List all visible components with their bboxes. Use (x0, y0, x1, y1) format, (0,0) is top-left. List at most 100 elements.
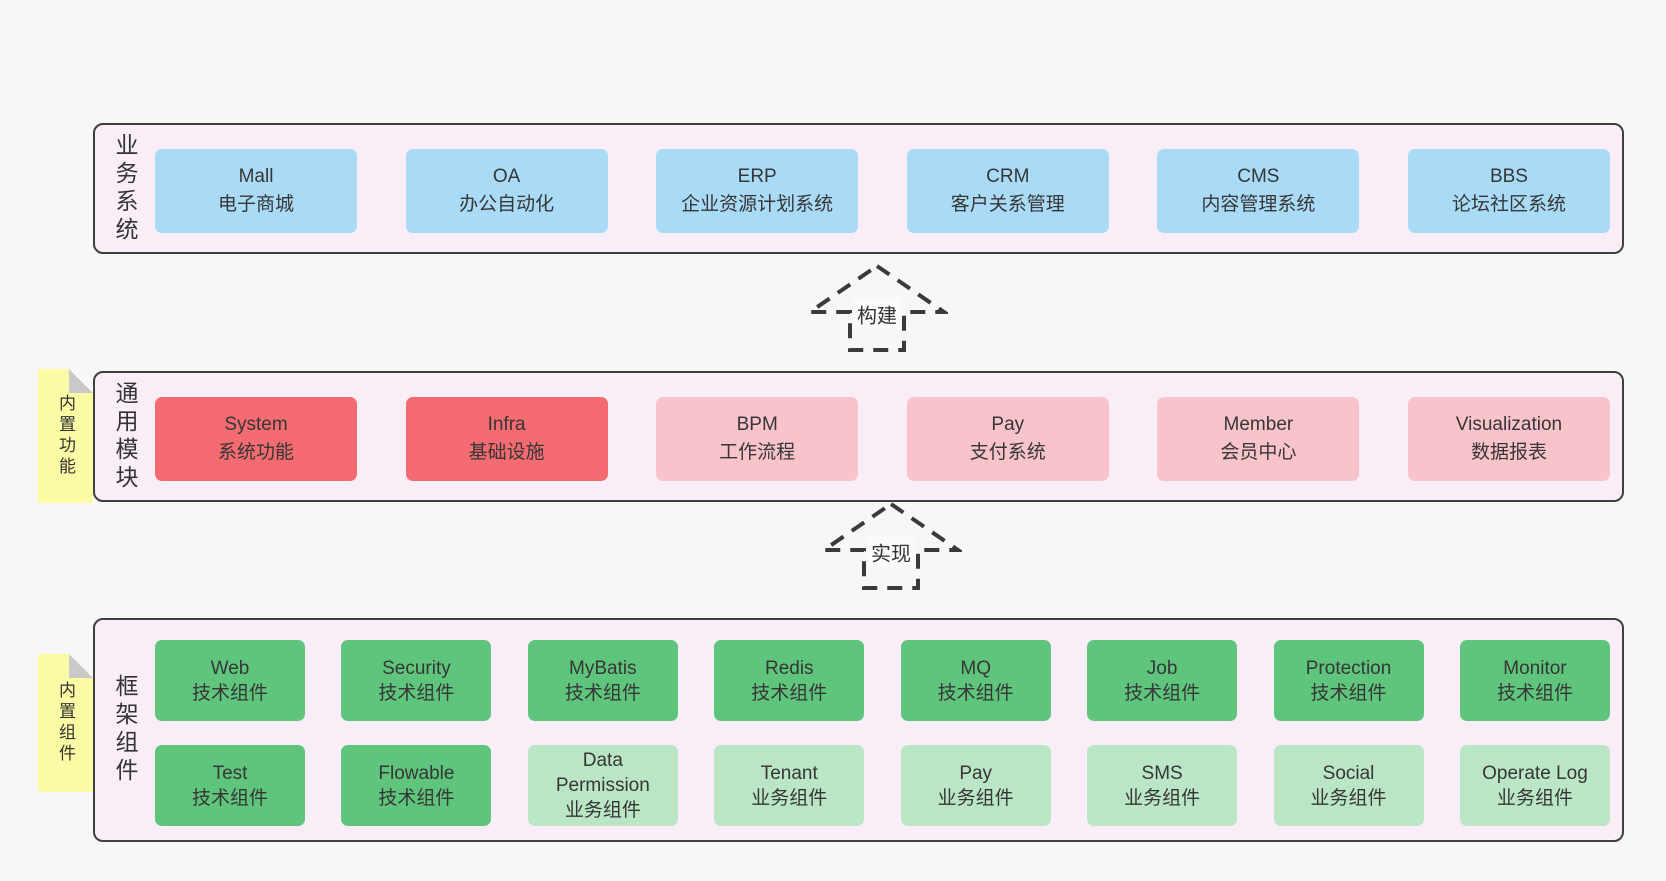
box-system: System 系统功能 (155, 397, 357, 481)
box-name: CRM (986, 166, 1030, 187)
box-member: Member 会员中心 (1157, 397, 1360, 481)
box-subtitle: 业务组件 (937, 787, 1014, 809)
box-name: Protection (1305, 657, 1392, 679)
box-data-permission: Data Permission 业务组件 (527, 745, 678, 826)
box-operate-log: Operate Log 业务组件 (1459, 745, 1610, 826)
box-name: MQ (960, 657, 991, 679)
box-social: Social 业务组件 (1273, 745, 1424, 826)
box-name: Infra (487, 414, 526, 435)
band-framework-components: 框架组件 Web 技术组件 Security 技术组件 MyBatis 技术组件… (93, 618, 1624, 842)
box-mall: Mall 电子商城 (155, 149, 357, 233)
sticky-note-built-in-components: 内置组件 (38, 654, 93, 792)
box-subtitle: 业务组件 (1124, 787, 1201, 809)
band-row: Mall 电子商城 OA 办公自动化 ERP 企业资源计划系统 CRM 客户关系… (155, 149, 1610, 233)
note-text: 内置组件 (56, 681, 75, 765)
box-name: Web (210, 657, 250, 679)
box-name: Job (1146, 657, 1178, 679)
dashed-up-arrow-icon (806, 263, 948, 352)
band-row-1: Web 技术组件 Security 技术组件 MyBatis 技术组件 Redi… (155, 640, 1610, 721)
box-pay-module: Pay 支付系统 (906, 397, 1109, 481)
box-name: SMS (1141, 762, 1183, 784)
box-subtitle: 业务组件 (1310, 787, 1387, 809)
box-name: BPM (736, 414, 778, 435)
box-name: Flowable (378, 762, 455, 784)
arrow-implement: 实现 (820, 500, 962, 592)
band-business-systems: 业务系统 Mall 电子商城 OA 办公自动化 ERP 企业资源计划系统 CRM… (93, 123, 1624, 254)
box-subtitle: 技术组件 (564, 682, 641, 704)
box-bbs: BBS 论坛社区系统 (1407, 149, 1610, 233)
box-subtitle: 技术组件 (751, 682, 828, 704)
box-name: Tenant (760, 762, 818, 784)
box-subtitle: 技术组件 (191, 787, 268, 809)
band-label: 通用模块 (112, 380, 138, 493)
box-tenant: Tenant 业务组件 (714, 745, 865, 826)
arrow-build: 构建 (806, 262, 948, 354)
box-subtitle: 数据报表 (1470, 442, 1547, 463)
box-name: OA (492, 166, 521, 187)
box-subtitle: 系统功能 (217, 442, 294, 463)
box-name: CMS (1237, 166, 1280, 187)
box-subtitle: 内容管理系统 (1201, 194, 1316, 215)
box-name: Visualization (1455, 414, 1563, 435)
box-oa: OA 办公自动化 (405, 149, 608, 233)
box-name: ERP (737, 166, 777, 187)
box-subtitle: 工作流程 (719, 442, 796, 463)
box-name: System (224, 414, 288, 435)
box-subtitle: 技术组件 (1124, 682, 1201, 704)
box-name: Pay (959, 762, 993, 784)
box-subtitle: 会员中心 (1220, 442, 1297, 463)
box-web: Web 技术组件 (155, 640, 305, 721)
box-subtitle: 技术组件 (191, 682, 268, 704)
box-name: Mall (238, 166, 274, 187)
box-name: Social (1322, 762, 1375, 784)
box-subtitle: 技术组件 (1496, 682, 1573, 704)
box-subtitle: 技术组件 (1310, 682, 1387, 704)
band-row: System 系统功能 Infra 基础设施 BPM 工作流程 Pay 支付系统… (155, 397, 1610, 481)
box-bpm: BPM 工作流程 (656, 397, 859, 481)
sticky-note-built-in-features: 内置功能 (38, 369, 93, 503)
band-label: 业务系统 (112, 132, 138, 245)
box-subtitle: 技术组件 (378, 787, 455, 809)
box-name: BBS (1489, 166, 1528, 187)
note-text: 内置功能 (56, 394, 75, 478)
band-row-2: Test 技术组件 Flowable 技术组件 Data Permission … (155, 745, 1610, 826)
box-subtitle: 业务组件 (564, 800, 641, 821)
box-erp: ERP 企业资源计划系统 (656, 149, 859, 233)
box-subtitle: 企业资源计划系统 (681, 194, 834, 215)
box-visualization: Visualization 数据报表 (1407, 397, 1610, 481)
box-cms: CMS 内容管理系统 (1157, 149, 1360, 233)
box-subtitle: 客户关系管理 (950, 194, 1065, 215)
note-fold-corner-icon (69, 369, 93, 393)
box-name: Operate Log (1482, 762, 1588, 784)
box-redis: Redis 技术组件 (714, 640, 865, 721)
box-subtitle: 技术组件 (378, 682, 455, 704)
dashed-up-arrow-icon (820, 501, 962, 590)
note-fold-corner-icon (69, 654, 93, 678)
arrow-label: 构建 (853, 298, 901, 330)
box-subtitle: 办公自动化 (459, 194, 555, 215)
box-security: Security 技术组件 (341, 640, 492, 721)
box-infra: Infra 基础设施 (405, 397, 608, 481)
box-test: Test 技术组件 (155, 745, 305, 826)
box-subtitle: 业务组件 (1496, 787, 1573, 809)
box-name: Redis (764, 657, 814, 679)
box-subtitle: 电子商城 (217, 194, 294, 215)
box-monitor: Monitor 技术组件 (1459, 640, 1610, 721)
box-name: Pay (991, 414, 1025, 435)
box-crm: CRM 客户关系管理 (906, 149, 1109, 233)
box-protection: Protection 技术组件 (1273, 640, 1424, 721)
box-subtitle: 技术组件 (937, 682, 1014, 704)
box-name: Member (1223, 414, 1294, 435)
box-job: Job 技术组件 (1087, 640, 1238, 721)
box-name: MyBatis (569, 657, 637, 679)
band-common-modules: 通用模块 System 系统功能 Infra 基础设施 BPM 工作流程 Pay… (93, 371, 1624, 502)
box-name: Test (212, 762, 248, 784)
box-subtitle: 支付系统 (969, 442, 1046, 463)
box-mq: MQ 技术组件 (900, 640, 1051, 721)
box-name: Security (382, 657, 451, 679)
box-subtitle: 业务组件 (751, 787, 828, 809)
box-subtitle: 论坛社区系统 (1451, 194, 1566, 215)
box-flowable: Flowable 技术组件 (341, 745, 492, 826)
box-sms: SMS 业务组件 (1087, 745, 1238, 826)
